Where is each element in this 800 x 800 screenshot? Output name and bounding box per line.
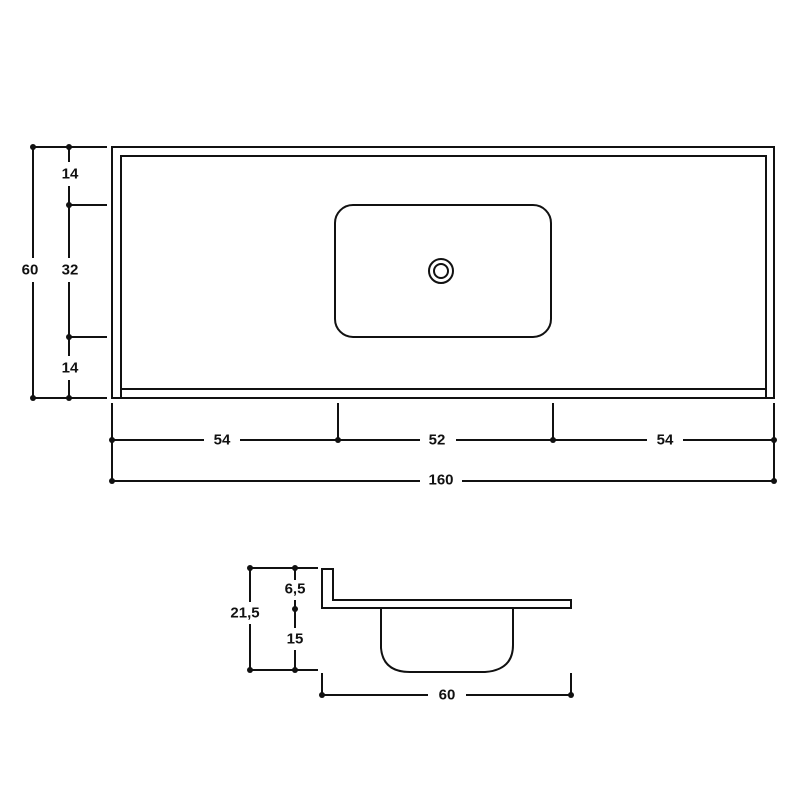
dim-total-depth: 60 — [22, 262, 39, 279]
countertop-outline — [111, 146, 775, 399]
dim-front-margin: 14 — [62, 166, 79, 183]
countertop-inner-edge — [120, 155, 767, 398]
basin-profile — [380, 608, 514, 673]
dim-back-margin: 14 — [62, 360, 79, 377]
side-view: 21,5 6,5 15 60 — [226, 565, 574, 706]
dim-top-thickness: 6,5 — [285, 581, 306, 598]
countertop-profile — [321, 568, 572, 609]
drain-icon — [428, 258, 454, 284]
dim-left-width: 54 — [214, 432, 231, 449]
bottom-dimensions: 54 52 54 160 — [109, 403, 777, 492]
dim-basin-width: 52 — [429, 432, 446, 449]
basin-outline — [334, 204, 552, 338]
dim-basin-height: 15 — [287, 631, 304, 648]
drain-inner — [433, 263, 449, 279]
dim-right-width: 54 — [657, 432, 674, 449]
left-dimensions: 60 14 32 14 — [18, 144, 107, 401]
top-view — [111, 146, 775, 399]
dim-basin-depth: 32 — [62, 262, 79, 279]
dim-side-depth: 60 — [439, 687, 456, 704]
dim-total-height: 21,5 — [230, 605, 259, 622]
dim-total-width: 160 — [428, 472, 453, 489]
